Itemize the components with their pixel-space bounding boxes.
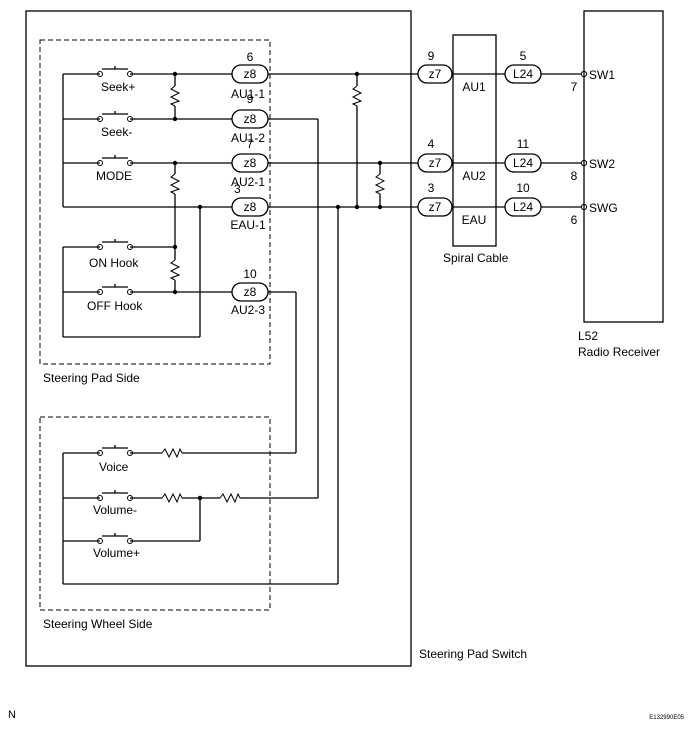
terminal-label: AU2-1 (231, 175, 265, 189)
junctions (172, 71, 383, 501)
pin-number: 10 (243, 267, 257, 281)
pad-connector-au1-2: z8 9 AU1-2 (231, 92, 269, 145)
steering-pad-switch-label: Steering Pad Switch (419, 647, 527, 661)
switch-label-on-hook: ON Hook (89, 256, 139, 270)
svg-text:z8: z8 (244, 156, 257, 170)
svg-text:z8: z8 (244, 112, 257, 126)
figure-code: E132990E05 (649, 715, 684, 721)
radio-terminal-swg: SWG 6 (571, 201, 618, 227)
radio-terminal-sw1: SW1 7 (571, 68, 616, 94)
svg-text:z8: z8 (244, 200, 257, 214)
resistor (169, 173, 181, 195)
spiral-terminal-au1: AU1 (462, 80, 486, 94)
terminal-label: AU2-3 (231, 303, 265, 317)
pad-connector-au2-3: z8 10 AU2-3 (231, 267, 269, 317)
resistor (374, 173, 386, 195)
pin-number: 4 (428, 137, 435, 151)
pin-number: 7 (571, 80, 578, 94)
svg-text:z7: z7 (429, 200, 442, 214)
radio-terminal-sw2: SW2 8 (571, 157, 616, 183)
pin-number: 7 (247, 137, 254, 151)
switch-seek-minus: Seek- (97, 111, 133, 139)
steering-wheel-side-box (39, 416, 271, 611)
pin-number: 3 (428, 181, 435, 195)
svg-text:z8: z8 (244, 285, 257, 299)
spiral-cable-label: Spiral Cable (443, 251, 509, 265)
radio-receiver-code-label: L52 (578, 329, 598, 343)
switch-label-seek-plus: Seek+ (101, 80, 135, 94)
terminal-name: SW2 (589, 157, 615, 171)
terminal-name: SWG (589, 201, 618, 215)
spiral-connector-2: z7 4 (417, 137, 453, 173)
terminal-label: EAU-1 (230, 218, 266, 232)
resistor (161, 447, 183, 459)
spiral-terminal-au2: AU2 (462, 169, 486, 183)
terminal-name: SW1 (589, 68, 615, 82)
spiral-terminal-eau: EAU (462, 213, 487, 227)
pin-number: 10 (516, 181, 530, 195)
switch-label-mode: MODE (96, 169, 132, 183)
svg-text:z7: z7 (429, 67, 442, 81)
pad-connector-au2-1: z8 7 AU2-1 (231, 137, 269, 189)
radio-receiver-label: Radio Receiver (578, 345, 660, 359)
pin-number: 9 (247, 92, 254, 106)
pad-connector-au1-1: z8 6 AU1-1 (231, 50, 269, 101)
resistor (161, 492, 183, 504)
steering-pad-side-label: Steering Pad Side (43, 371, 140, 385)
pin-number: 6 (571, 213, 578, 227)
svg-text:z8: z8 (244, 67, 257, 81)
radio-connector-1: L24 5 (504, 49, 542, 84)
resistor (351, 85, 363, 107)
switch-label-seek-minus: Seek- (101, 125, 132, 139)
terminal-label: AU1-1 (231, 87, 265, 101)
pin-number: 5 (520, 49, 527, 63)
switch-label-off-hook: OFF Hook (87, 299, 143, 313)
footer-left-mark: N (8, 709, 16, 721)
switch-label-volume-minus: Volume- (93, 503, 137, 517)
pin-number: 11 (517, 137, 530, 151)
resistor (169, 85, 181, 107)
switch-seek-plus: Seek+ (97, 66, 135, 94)
switch-label-voice: Voice (99, 460, 129, 474)
spiral-connector-3: z7 3 (417, 181, 453, 217)
radio-connector-3: L24 10 (504, 181, 542, 217)
resistors (161, 85, 386, 504)
pad-connector-eau-1: z8 3 EAU-1 (230, 182, 269, 232)
resistor (219, 492, 241, 504)
switch-volume-minus: Volume- (93, 490, 137, 517)
switch-label-volume-plus: Volume+ (93, 546, 140, 560)
switch-on-hook: ON Hook (89, 239, 139, 270)
terminal-label: AU1-2 (231, 131, 265, 145)
steering-pad-switch-box (25, 10, 412, 667)
spiral-cable-box (452, 34, 497, 247)
radio-receiver-box (583, 10, 664, 323)
svg-text:L24: L24 (513, 156, 533, 170)
pin-number: 8 (571, 169, 578, 183)
pin-number: 3 (234, 182, 241, 196)
switch-mode: MODE (96, 155, 133, 183)
switch-off-hook: OFF Hook (87, 284, 143, 313)
switch-volume-plus: Volume+ (93, 533, 140, 560)
spiral-connector-1: z7 9 (417, 49, 453, 84)
steering-pad-side-box (39, 39, 271, 365)
radio-connector-2: L24 11 (504, 137, 542, 173)
svg-text:z7: z7 (429, 156, 442, 170)
pin-number: 6 (247, 50, 254, 64)
pin-number: 9 (428, 49, 435, 63)
svg-text:L24: L24 (513, 67, 533, 81)
wiring (62, 73, 581, 585)
switch-voice: Voice (97, 445, 133, 474)
resistor (169, 259, 181, 281)
steering-wheel-side-label: Steering Wheel Side (43, 617, 153, 631)
svg-text:L24: L24 (513, 200, 533, 214)
